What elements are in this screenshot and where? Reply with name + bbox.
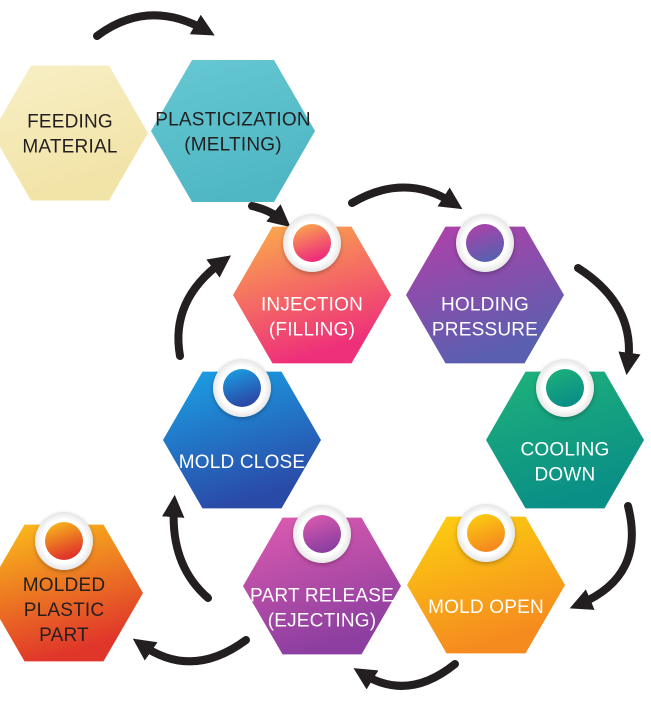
plasticization-label-line-1: PLASTICIZATION bbox=[155, 110, 311, 131]
mold-close-hexagon bbox=[163, 371, 321, 509]
cooling-label-line-1: COOLING bbox=[520, 440, 609, 461]
stage-holding: HOLDING PRESSURE bbox=[406, 214, 564, 364]
cooling-ring-center-icon bbox=[546, 369, 584, 407]
plasticization-hexagon bbox=[151, 60, 315, 202]
stage-injection: INJECTION (FILLING) bbox=[233, 214, 391, 364]
cooling-hexagon bbox=[486, 371, 644, 509]
stage-mold-open: MOLD OPEN bbox=[407, 504, 565, 654]
mold-open-ring-center-icon bbox=[467, 514, 505, 552]
feeding-hexagon bbox=[0, 65, 148, 201]
stage-plasticization: PLASTICIZATION (MELTING) bbox=[151, 60, 315, 202]
plasticization-label-line-2: (MELTING) bbox=[184, 135, 282, 156]
cooling-label-line-2: DOWN bbox=[535, 465, 596, 486]
feeding-label-line-1: FEEDING bbox=[27, 112, 113, 133]
feeding-label-line-2: MATERIAL bbox=[22, 137, 117, 158]
holding-hexagon bbox=[406, 226, 564, 364]
mold-open-label-line-1: MOLD OPEN bbox=[428, 597, 544, 618]
stage-cooling: COOLING DOWN bbox=[486, 359, 644, 509]
part-release-hexagon bbox=[243, 517, 401, 655]
arrow-mold-close-to-injection bbox=[174, 255, 232, 360]
stage-part-release: PART RELEASE (EJECTING) bbox=[243, 505, 401, 655]
molded-part-hexagon bbox=[0, 524, 143, 662]
arrow-part-release-to-molded-part bbox=[132, 636, 250, 666]
arrow-mold-open-to-part-release bbox=[353, 660, 459, 690]
molded-part-ring-center-icon bbox=[45, 522, 83, 560]
holding-label-line-2: PRESSURE bbox=[432, 320, 538, 341]
injection-hexagon bbox=[233, 226, 391, 364]
part-release-label-line-1: PART RELEASE bbox=[250, 586, 394, 607]
injection-ring-center-icon bbox=[293, 224, 331, 262]
arrow-plasticization-to-injection bbox=[248, 202, 291, 228]
mold-close-label-line-1: MOLD CLOSE bbox=[179, 452, 306, 473]
molded-part-label-line-3: PART bbox=[39, 625, 89, 646]
molded-part-label-line-1: MOLDED bbox=[23, 575, 106, 596]
mold-open-hexagon bbox=[407, 516, 565, 654]
holding-ring-center-icon bbox=[466, 224, 504, 262]
stage-feeding: FEEDING MATERIAL bbox=[0, 65, 148, 201]
arrow-top-feeding-to-plasticization bbox=[93, 11, 215, 40]
arrow-part-release-to-mold-close bbox=[162, 494, 212, 602]
holding-label-line-1: HOLDING bbox=[441, 295, 529, 316]
stage-molded-part: MOLDED PLASTIC PART bbox=[0, 512, 143, 662]
arrow-cooling-to-mold-open bbox=[569, 502, 636, 610]
arrow-holding-to-cooling bbox=[574, 264, 641, 376]
part-release-ring-center-icon bbox=[303, 515, 341, 553]
injection-label-line-1: INJECTION bbox=[261, 295, 363, 316]
stage-mold-close: MOLD CLOSE bbox=[163, 359, 321, 509]
arrow-injection-to-holding bbox=[348, 183, 463, 210]
molded-part-label-line-2: PLASTIC bbox=[24, 600, 105, 621]
injection-label-line-2: (FILLING) bbox=[269, 320, 355, 341]
part-release-label-line-2: (EJECTING) bbox=[268, 611, 377, 632]
mold-close-ring-center-icon bbox=[223, 369, 261, 407]
